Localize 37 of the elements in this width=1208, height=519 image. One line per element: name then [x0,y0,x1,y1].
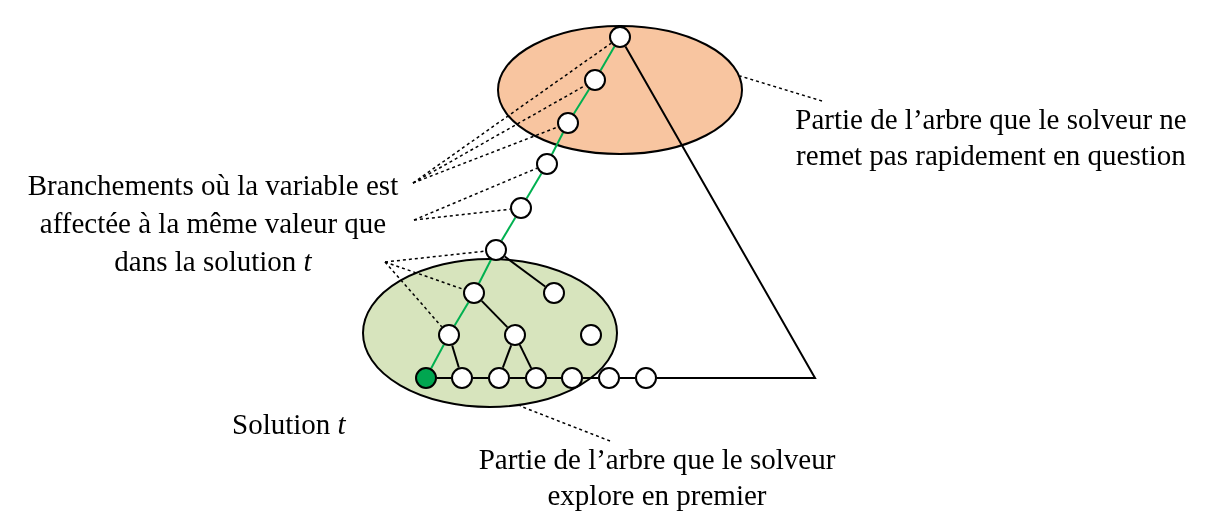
branch-line [518,343,533,370]
branch-line [453,301,470,327]
tree-outline-line [624,45,817,379]
tree-node-circle [536,153,558,175]
branch-line [582,377,599,379]
branch-line [430,343,445,370]
tree-node-circle [485,239,507,261]
leader-line [384,261,465,291]
annotation-text: Partie de l’arbre que le solveur ne remet pas rapidement en question [776,101,1206,175]
branch-line [501,344,513,369]
annotation-text: Branchements où la variable est affectée à la même valeur que dans la solution t [13,166,413,280]
leader-line [519,405,611,442]
leader-line [739,75,823,102]
branch-line [472,377,489,379]
tree-node-circle [635,367,657,389]
branch-line [503,255,547,288]
tree-node-circle [510,197,532,219]
branch-line [551,131,564,156]
tree-node-circle [598,367,620,389]
leader-line [412,126,559,184]
annotation-text: Solution t [232,407,346,442]
branch-line [572,88,591,115]
branch-line [480,299,509,329]
annotation-text: Partie de l’arbre que le solveur explore en premier [457,441,857,515]
branch-line [436,377,452,379]
leader-line [384,250,486,263]
branch-line [500,216,517,242]
branch-line [451,344,460,369]
branch-line [525,172,543,200]
tree-region-ellipse [362,258,618,408]
branch-line [599,45,616,72]
branch-line [619,377,636,379]
tree-region-ellipse [497,25,743,155]
branch-line [478,258,492,285]
branch-line [546,377,562,379]
branch-line [509,377,526,379]
leader-line [384,261,443,328]
